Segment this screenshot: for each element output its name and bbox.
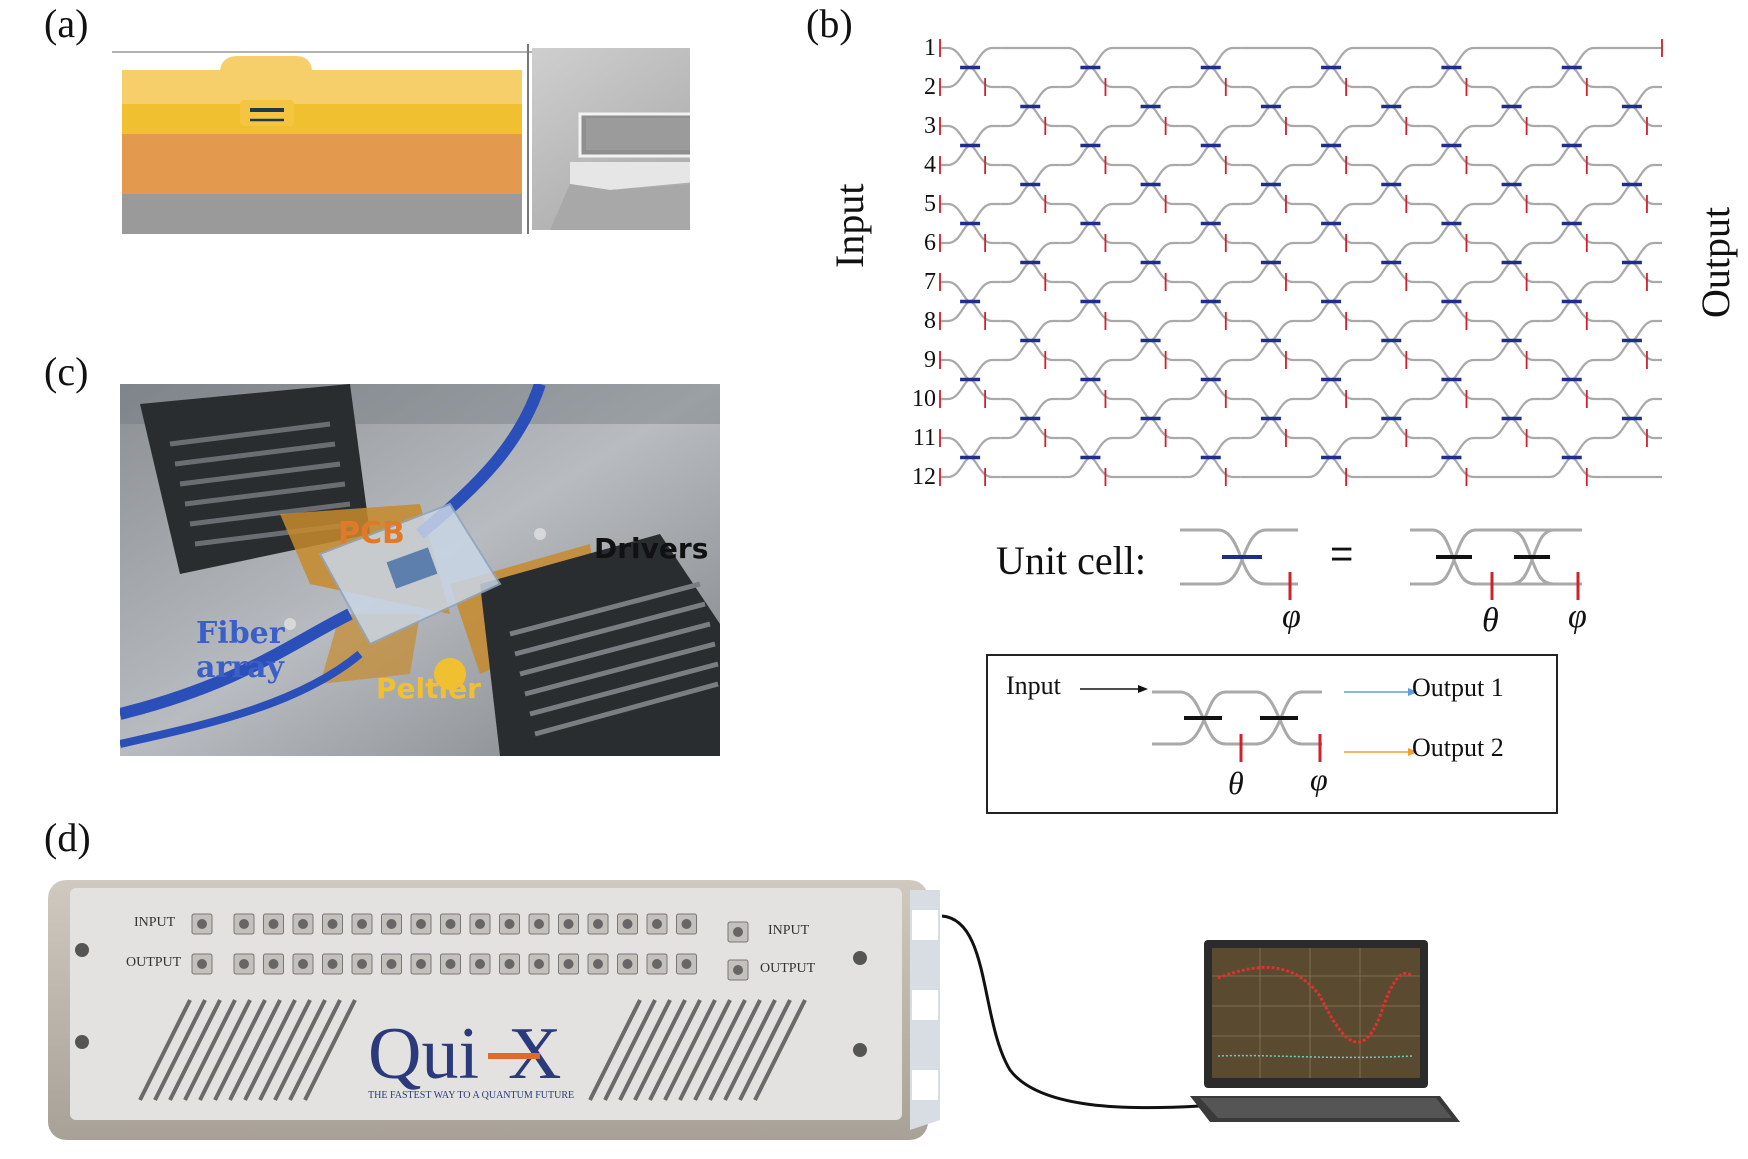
unit-cell-diagram: φ θ φ [1180, 528, 1587, 639]
mesh-diagram [939, 39, 1663, 486]
port-output-left-hole [197, 959, 207, 969]
port-input-11-hole [534, 919, 544, 929]
port-input-left-hole [197, 919, 207, 929]
mode-label: 9 [924, 347, 936, 373]
port-input-14-hole [622, 919, 633, 929]
port-output-10-hole [504, 959, 515, 969]
port-output-11-hole [534, 959, 544, 969]
mode-label: 12 [912, 464, 936, 490]
port-input-13-hole [593, 919, 603, 929]
port-output-3-hole [298, 959, 308, 969]
port-output-13-hole [593, 959, 603, 969]
panel-label-d: (d) [44, 815, 91, 860]
port-input-5-hole [357, 919, 367, 929]
mode-label: 11 [912, 425, 936, 451]
port-output-7-hole [416, 959, 426, 969]
mode-label: 7 [924, 269, 936, 295]
mode-label: 4 [924, 152, 936, 178]
device-input-left: INPUT [134, 915, 176, 930]
mzi-box [986, 654, 1558, 814]
setup-photo: PCB Drivers Fiber array Peltier [120, 384, 720, 756]
quix-device: Qui X THE FASTEST WAY TO A QUANTUM FUTUR… [0, 870, 960, 1150]
port-input-8-hole [445, 919, 456, 929]
panel-label-b: (b) [806, 1, 853, 46]
port-input-2-hole [268, 919, 279, 929]
mode-label: 5 [924, 191, 936, 217]
port-input-6-hole [386, 919, 397, 929]
mzi-output1-label: Output 1 [1412, 673, 1504, 702]
mzi-box-diagram: Input θ φ Output 1 Output 2 [1006, 671, 1504, 801]
port-output-2-hole [268, 959, 279, 969]
unit-cell-compact [1180, 528, 1298, 586]
panel-a-figure [110, 44, 790, 234]
quix-device-drawing: Qui X THE FASTEST WAY TO A QUANTUM FUTUR… [48, 880, 940, 1140]
quix-tagline: THE FASTEST WAY TO A QUANTUM FUTURE [368, 1090, 574, 1101]
port-output-16-hole [681, 959, 692, 969]
unit-cell-phi-2: φ [1568, 598, 1587, 635]
port-input-1-hole [239, 919, 249, 929]
port-input-9-hole [475, 919, 485, 929]
mode-label: 3 [924, 113, 936, 139]
mzi-output2-label: Output 2 [1412, 733, 1504, 762]
mzi-phi: φ [1310, 761, 1328, 797]
panel-label-a: (a) [44, 1, 89, 46]
mesh-output-label: Output [1693, 206, 1738, 318]
unit-cell-label: Unit cell: [996, 538, 1146, 583]
port-output-6-hole [386, 959, 397, 969]
mode-label: 8 [924, 308, 936, 334]
driver-board-bottom-right [480, 534, 720, 756]
device-input-right: INPUT [768, 923, 810, 938]
port-input-12-hole [563, 919, 574, 929]
photo-label-peltier: Peltier [376, 672, 481, 705]
setup-photo-drawing [120, 384, 720, 756]
laptop [1190, 936, 1460, 1126]
mode-label: 2 [924, 74, 936, 100]
port-input-10-hole [504, 919, 515, 929]
mzi-input-label: Input [1006, 671, 1062, 700]
mode-label: 6 [924, 230, 936, 256]
port-output-14-hole [622, 959, 633, 969]
unit-cell-expanded [1410, 528, 1570, 586]
port-output-12-hole [563, 959, 574, 969]
port-output-9-hole [475, 959, 485, 969]
waveguide-cross-section-image [112, 44, 790, 234]
port-input-4-hole [327, 919, 338, 929]
mode-label: 1 [924, 35, 936, 61]
unit-cell-phi-1: φ [1282, 598, 1301, 635]
photo-label-fiber-line2: array [196, 650, 284, 685]
panel-label-c: (c) [44, 349, 89, 394]
port-output-5-hole [357, 959, 367, 969]
laptop-drawing [1190, 940, 1460, 1122]
mesh-input-label: Input [827, 183, 872, 268]
port-input-15-hole [652, 919, 662, 929]
quix-logo-left: Qui [368, 1013, 479, 1095]
screen-plot-curve [1217, 966, 1413, 1044]
photo-label-pcb: PCB [338, 516, 405, 551]
port-output-1-hole [239, 959, 249, 969]
vent-left [138, 999, 357, 1101]
port-output-right-hole [733, 965, 743, 975]
unit-cell-theta: θ [1482, 602, 1499, 639]
port-input-right-hole [733, 927, 743, 937]
port-input-7-hole [416, 919, 426, 929]
mode-label: 10 [912, 386, 936, 412]
device-output-right: OUTPUT [760, 961, 816, 976]
port-output-4-hole [327, 959, 338, 969]
port-input-16-hole [681, 919, 692, 929]
device-output-left: OUTPUT [126, 955, 182, 970]
port-input-3-hole [298, 919, 308, 929]
vent-right [588, 999, 807, 1101]
port-output-15-hole [652, 959, 662, 969]
photo-label-drivers: Drivers [594, 532, 709, 565]
mzi-theta: θ [1228, 765, 1244, 801]
port-output-8-hole [445, 959, 456, 969]
unit-cell-equals: = [1330, 532, 1354, 576]
photo-label-fiber-line1: Fiber [196, 616, 285, 651]
interferometer-mesh [900, 30, 1690, 500]
usb-cable [941, 914, 1201, 1110]
